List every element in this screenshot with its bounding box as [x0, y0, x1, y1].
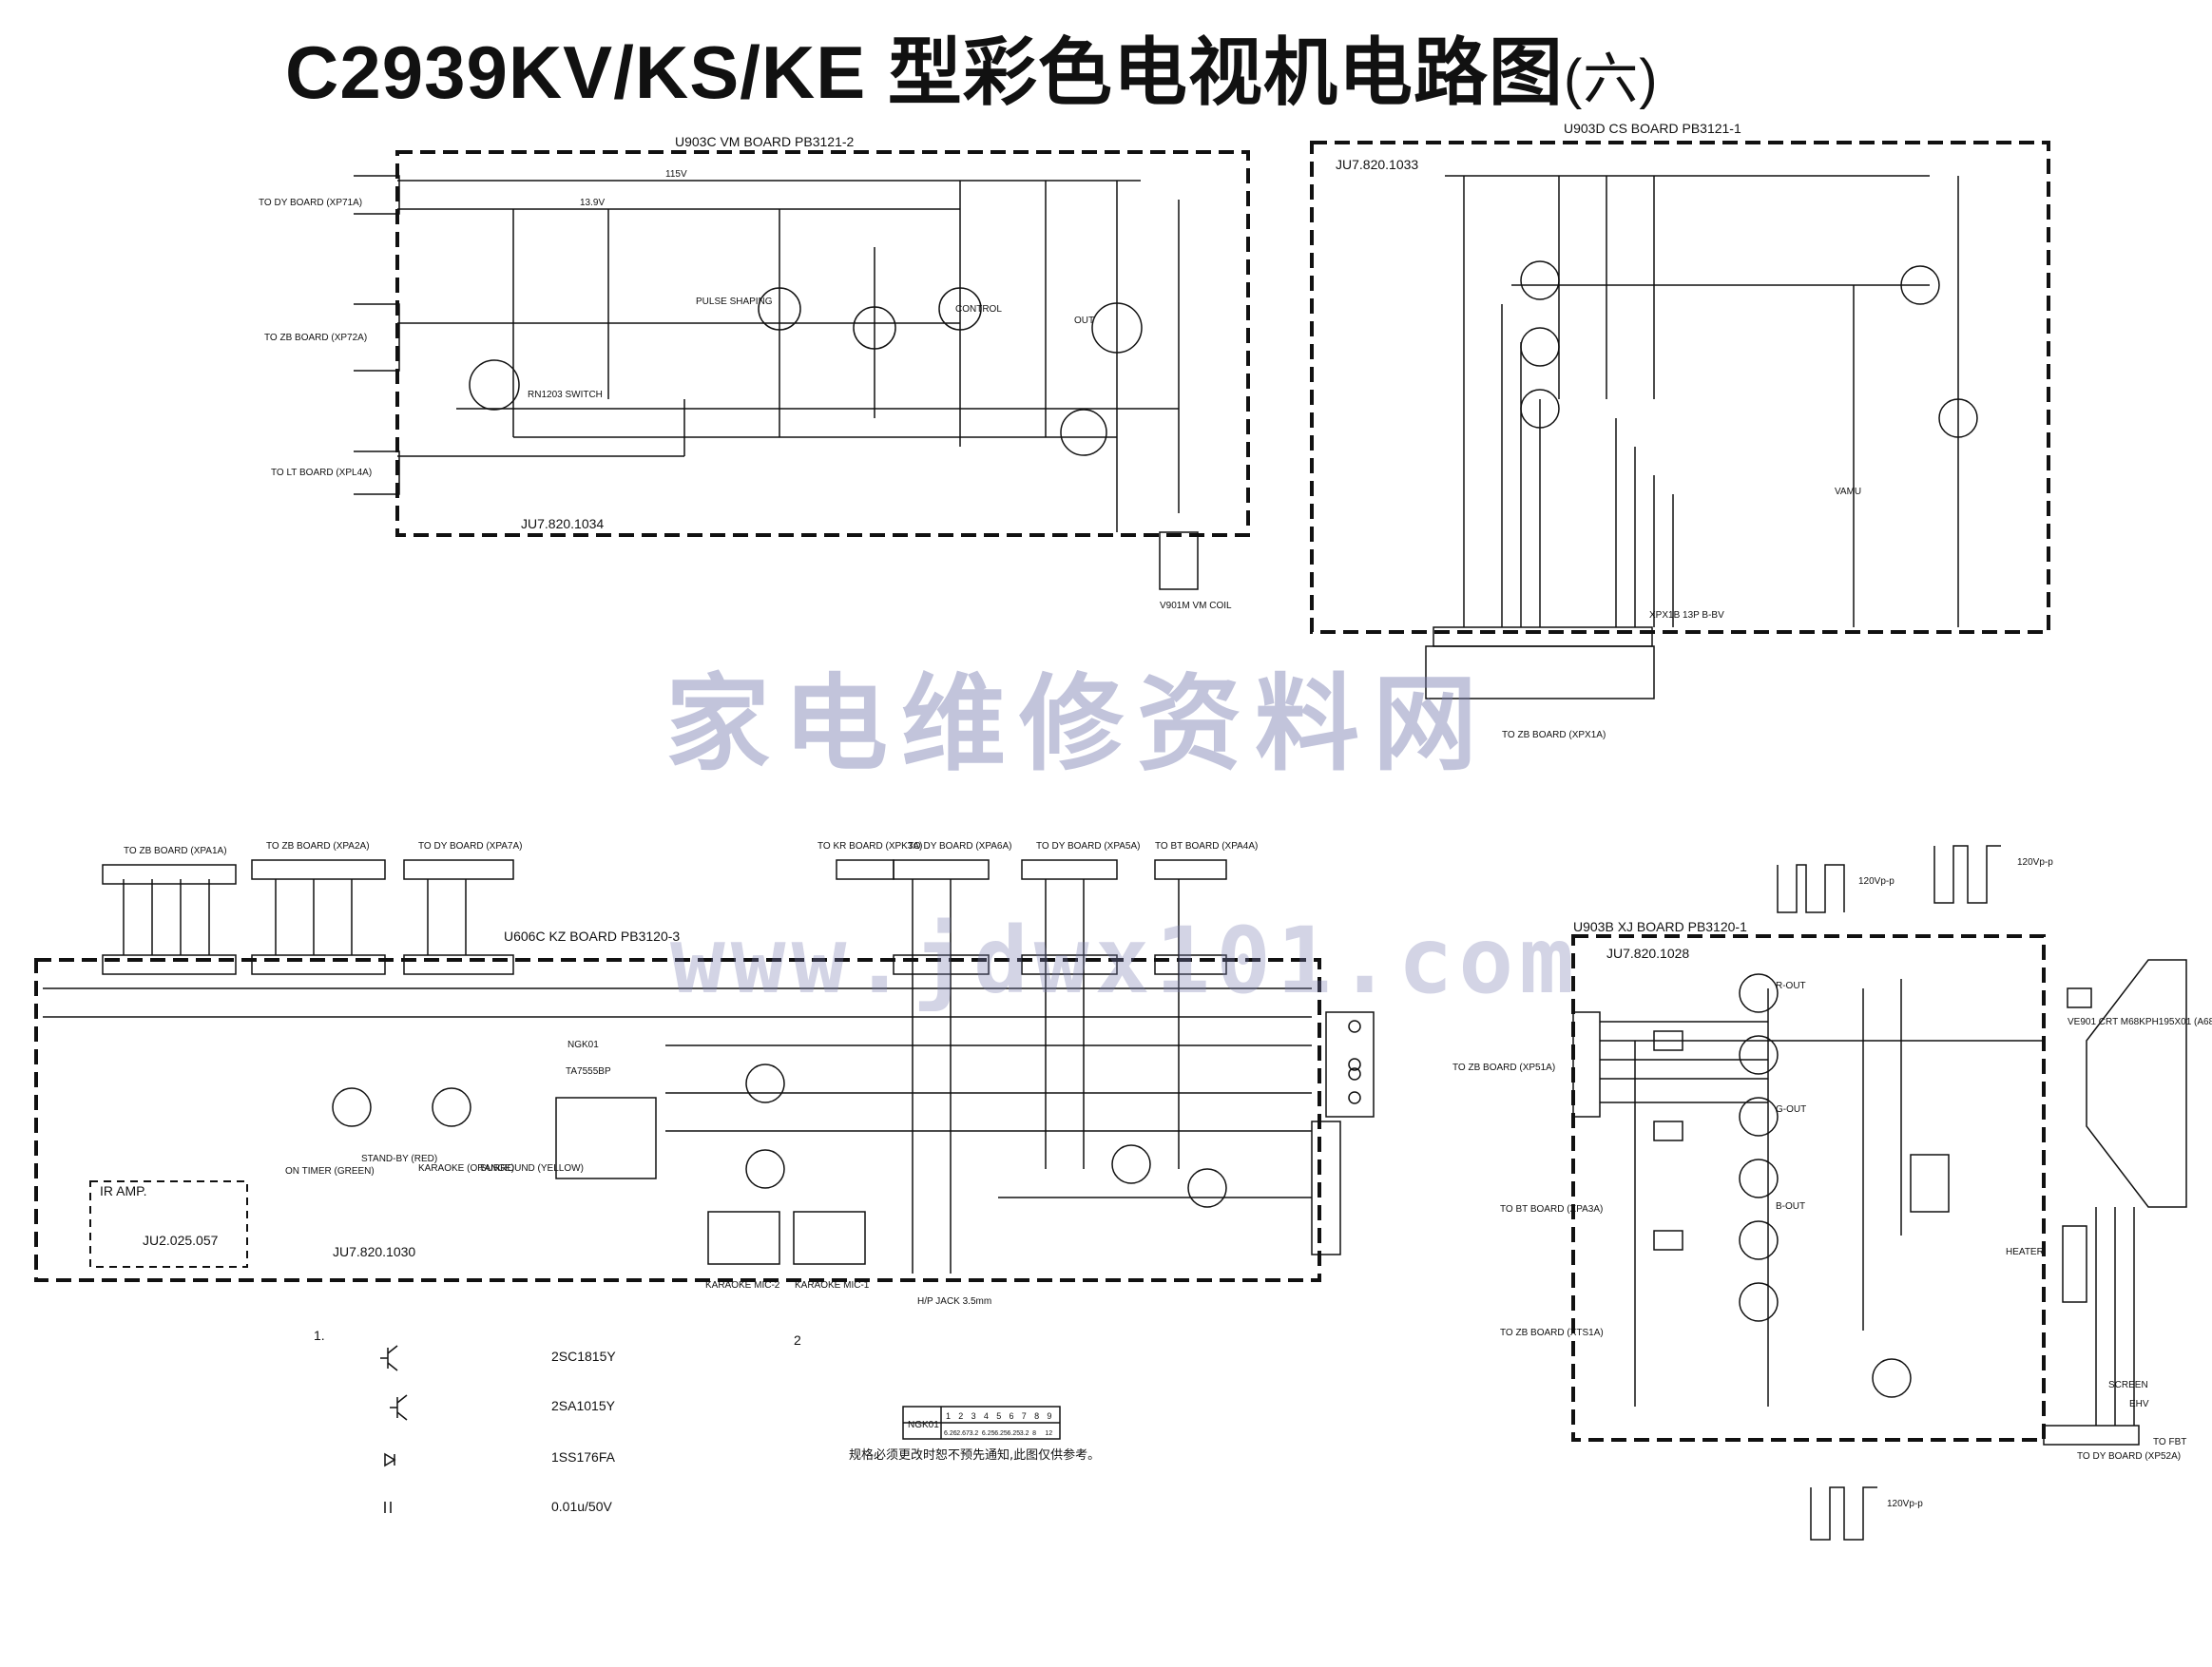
kz-standby: STAND-BY (RED) — [361, 1154, 437, 1164]
vm-pulse-shaping: PULSE SHAPING — [696, 297, 773, 307]
legend-table-col-9: 9 — [1047, 1411, 1051, 1421]
kz-board-frame — [34, 958, 1321, 1282]
legend-symbols — [380, 1345, 1061, 1513]
legend-table-val-7: 3.2 — [1020, 1430, 1029, 1437]
vm-control: CONTROL — [955, 304, 1002, 315]
legend-table-val-1: 6.26 — [944, 1430, 957, 1437]
legend-table-val-5: 6.25 — [994, 1430, 1008, 1437]
vm-board-wiring — [354, 175, 1199, 590]
kz-chip-ref: NGK01 — [567, 1040, 599, 1050]
legend-title-1: 1. — [314, 1328, 325, 1343]
legend-table-col-3: 3 — [971, 1411, 976, 1421]
legend-table-val-3: 3.2 — [970, 1430, 979, 1437]
legend-table-col-5: 5 — [996, 1411, 1001, 1421]
conn-to-zb-xpx1a: TO ZB BOARD (XPX1A) — [1502, 730, 1606, 740]
xj-heater: HEATER — [2006, 1247, 2044, 1257]
legend-table-val-2: 2.67 — [956, 1430, 970, 1437]
conn-to-zb-xpa1a: TO ZB BOARD (XPA1A) — [124, 846, 227, 856]
kz-board-name: U606C KZ BOARD PB3120-3 — [504, 929, 680, 944]
ir-amp-frame — [89, 1180, 248, 1268]
xj-waveform-3: 120Vp-p — [1887, 1499, 1923, 1509]
kz-mic1: KARAOKE MIC-1 — [795, 1280, 870, 1291]
cs-board-name: U903D CS BOARD PB3121-1 — [1564, 121, 1741, 136]
kz-surround: SURROUND (YELLOW) — [480, 1163, 584, 1174]
vm-out: OUT — [1074, 316, 1094, 326]
page-title-suffix: (六) — [1563, 48, 1659, 110]
kz-chip: TA7555BP — [566, 1066, 611, 1077]
legend-table-val-6: 6.25 — [1008, 1430, 1021, 1437]
vm-board-frame — [395, 150, 1250, 537]
legend-table-col-7: 7 — [1022, 1411, 1027, 1421]
legend-title-2: 2 — [794, 1332, 801, 1348]
legend-table-col-6: 6 — [1010, 1411, 1014, 1421]
xj-waveform-2: 120Vp-p — [2017, 857, 2053, 868]
conn-to-lt-xpl4a: TO LT BOARD (XPL4A) — [271, 468, 372, 478]
conn-to-bt-xpa3a: TO BT BOARD (XPA3A) — [1500, 1204, 1603, 1215]
legend-table-head: NGK01 — [908, 1420, 939, 1430]
conn-to-dy-xp52a: TO DY BOARD (XP52A) — [2077, 1451, 2181, 1462]
legend-table-val-4: 6.25 — [982, 1430, 995, 1437]
kz-karaoke: KARAOKE (ORANGE) — [418, 1163, 514, 1174]
conn-to-fbt: TO FBT — [2153, 1437, 2186, 1447]
xj-rout: R-OUT — [1776, 981, 1806, 991]
xj-board-wiring — [1572, 845, 2187, 1541]
ir-amp-ref: JU2.025.057 — [143, 1233, 219, 1248]
xj-screen: SCREEN — [2108, 1380, 2148, 1390]
cs-board-ref: JU7.820.1033 — [1336, 157, 1418, 172]
legend-table-col-4: 4 — [984, 1411, 989, 1421]
kz-mic2: KARAOKE MIC-2 — [705, 1280, 780, 1291]
conn-to-zb-xts1a: TO ZB BOARD (XTS1A) — [1500, 1328, 1604, 1338]
kz-board-wiring — [43, 859, 1375, 1274]
xj-board-name: U903B XJ BOARD PB3120-1 — [1573, 919, 1747, 934]
xj-board-ref: JU7.820.1028 — [1606, 946, 1689, 961]
conn-to-zb-xp51a: TO ZB BOARD (XP51A) — [1452, 1063, 1555, 1073]
legend-table-val-9: 12 — [1045, 1430, 1052, 1437]
legend-item-4: 0.01u/50V — [551, 1499, 612, 1514]
conn-to-zb-xpa2a: TO ZB BOARD (XPA2A) — [266, 841, 370, 852]
legend-table-val-8: 8 — [1032, 1430, 1036, 1437]
legend-item-1: 2SC1815Y — [551, 1349, 616, 1364]
vm-rail-115v: 115V — [665, 169, 687, 180]
vm-rail-139v: 13.9V — [580, 198, 605, 208]
conn-vm-coil: V901M VM COIL — [1160, 601, 1232, 611]
vm-switch: RN1203 SWITCH — [528, 390, 603, 400]
conn-to-dy-xp71a: TO DY BOARD (XP71A) — [259, 198, 362, 208]
xj-crt: VE901 CRT M68KPH195X01 (A68EEH038X310) — [2068, 1017, 2212, 1027]
kz-board-ref: JU7.820.1030 — [333, 1244, 415, 1259]
conn-xpx1b: XPX1B 13P B-BV — [1649, 610, 1724, 621]
watermark-cn: 家电维修资料网 — [665, 663, 1491, 785]
cs-board-frame — [1310, 141, 2050, 634]
xj-ehv: EHV — [2129, 1399, 2149, 1409]
conn-to-dy-xpa7a: TO DY BOARD (XPA7A) — [418, 841, 522, 852]
legend-item-3: 1SS176FA — [551, 1449, 616, 1465]
conn-to-dy-xpa5a: TO DY BOARD (XPA5A) — [1036, 841, 1140, 852]
xj-board-frame — [1571, 934, 2046, 1442]
legend-table-col-2: 2 — [958, 1411, 963, 1421]
page-title: C2939KV/KS/KE 型彩色电视机电路图(六) — [285, 30, 1659, 114]
watermark-url: www.jdwx101.com — [670, 908, 1580, 1014]
legend-table-col-1: 1 — [946, 1411, 951, 1421]
conn-to-bt-xpa4a: TO BT BOARD (XPA4A) — [1155, 841, 1258, 852]
cs-board-wiring — [1425, 175, 1978, 699]
conn-to-kr-xpk3a: TO KR BOARD (XPK3A) — [817, 841, 922, 852]
xj-waveform-1: 120Vp-p — [1858, 876, 1895, 887]
vm-board-ref: JU7.820.1034 — [521, 516, 604, 531]
kz-hp-jack: H/P JACK 3.5mm — [917, 1296, 991, 1307]
conn-to-zb-xp72a: TO ZB BOARD (XP72A) — [264, 333, 367, 343]
xj-gout: G-OUT — [1776, 1104, 1806, 1115]
vm-board-name: U903C VM BOARD PB3121-2 — [675, 134, 855, 149]
legend-table-col-8: 8 — [1034, 1411, 1039, 1421]
xj-bout: B-OUT — [1776, 1201, 1805, 1212]
legend-item-2: 2SA1015Y — [551, 1398, 616, 1413]
kz-ontimer: ON TIMER (GREEN) — [285, 1166, 375, 1177]
ir-amp-name: IR AMP. — [100, 1183, 147, 1198]
footnote: 规格必须更改时恕不预先通知,此图仅供参考。 — [849, 1448, 1101, 1463]
cs-vamu: VAMU — [1835, 487, 1861, 497]
conn-to-dy-xpa6a: TO DY BOARD (XPA6A) — [908, 841, 1011, 852]
